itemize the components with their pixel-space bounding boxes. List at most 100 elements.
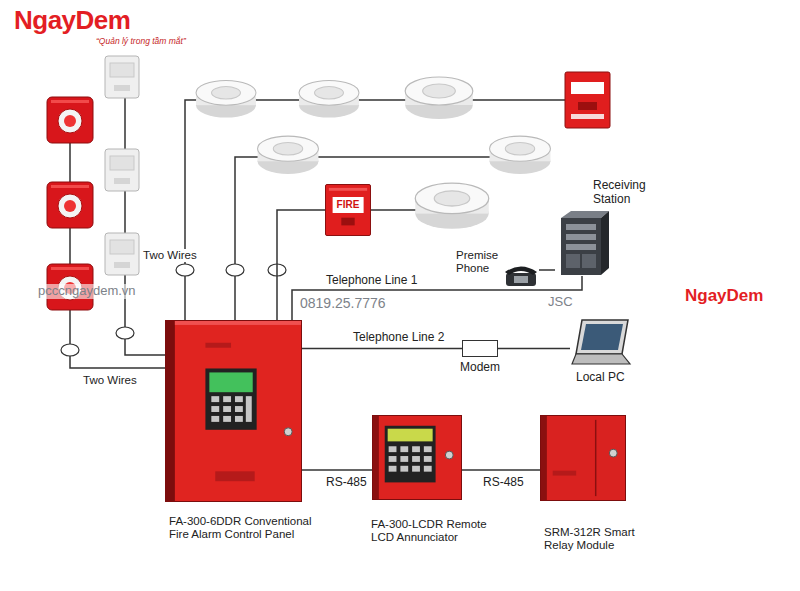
device-caption: FA-300-LCDR Remote LCD Annunciator <box>371 518 511 544</box>
illustration-part <box>415 183 488 229</box>
illustration-part <box>235 396 243 402</box>
illustration-part <box>571 114 604 119</box>
illustration-part <box>561 211 609 218</box>
lcd-annunciator: FA-300-LCDR Remote LCD Annunciator <box>372 415 462 500</box>
watermark: 0819.25.7776 <box>300 295 386 311</box>
brand-logo: NgayDem <box>14 6 130 36</box>
illustration-part <box>166 321 175 501</box>
illustration-part <box>258 136 319 174</box>
illustration-part <box>566 224 596 230</box>
modem-box: Modem <box>462 340 498 357</box>
receiving-station-drawing <box>555 210 611 276</box>
illustration-part <box>370 209 416 211</box>
illustration-part <box>116 327 134 339</box>
illustration-part <box>385 426 436 483</box>
local-pc-drawing <box>570 318 632 368</box>
illustration-part <box>105 233 139 275</box>
illustration-part <box>424 446 432 452</box>
illustration-part <box>582 254 596 268</box>
illustration-part <box>47 97 93 143</box>
illustration-part <box>389 446 432 471</box>
wire-label: Two Wires <box>142 249 198 262</box>
illustration-part <box>566 244 596 250</box>
device-caption: Local PC <box>576 371 646 385</box>
illustration-part <box>105 56 139 98</box>
illustration-part <box>47 182 93 228</box>
watermark: pcccngaydem.vn <box>38 284 136 299</box>
wire-label: Two Wires <box>82 374 138 387</box>
wire-connector <box>302 348 462 350</box>
illustration-part <box>211 396 251 422</box>
illustration-part <box>223 396 231 402</box>
illustration-part <box>445 451 453 459</box>
illustration-part <box>205 368 256 429</box>
illustration-part <box>389 466 397 472</box>
wire-connector <box>539 269 555 271</box>
relay-module-drawing <box>541 416 625 500</box>
illustration-part <box>505 267 537 276</box>
illustration-part <box>373 416 379 499</box>
illustration-part <box>412 446 420 452</box>
illustration-part <box>506 273 536 286</box>
wiring <box>70 60 565 368</box>
illustration-part <box>595 420 596 496</box>
illustration-part <box>175 321 301 325</box>
illustration-part <box>284 428 292 436</box>
illustration-part <box>329 188 367 191</box>
device-caption: FA-300-6DDR Conventional Fire Alarm Cont… <box>169 515 321 541</box>
illustration-part <box>389 456 397 462</box>
connection-label: RS-485 <box>482 476 525 490</box>
illustration-part <box>566 234 596 240</box>
illustration-part <box>553 471 576 476</box>
control-panel-drawing <box>166 321 301 501</box>
device-caption: SRM-312R Smart Relay Module <box>544 526 666 552</box>
illustration-part <box>514 276 528 283</box>
watermark: JSC <box>548 295 573 310</box>
premise-phone-drawing <box>503 263 539 287</box>
connection-label: RS-485 <box>325 476 368 490</box>
relay-module: SRM-312R Smart Relay Module <box>540 415 626 501</box>
illustration-part <box>235 416 243 422</box>
illustration-part <box>412 456 420 462</box>
illustration-part <box>196 80 256 117</box>
illustration-part <box>565 72 610 128</box>
illustration-part <box>400 456 408 462</box>
lcd-annunciator-drawing <box>373 416 461 499</box>
illustration-part <box>176 264 194 276</box>
illustration-part <box>211 416 219 422</box>
illustration-part <box>215 471 254 481</box>
premise-phone: Premise Phone <box>503 263 539 287</box>
illustration-part <box>299 80 359 117</box>
illustration-part <box>389 446 397 452</box>
illustration-part <box>424 466 432 472</box>
illustration-part <box>226 264 244 276</box>
illustration-part <box>235 157 490 320</box>
illustration-part <box>566 254 580 268</box>
illustration-part <box>211 396 219 402</box>
wire-connector <box>462 469 540 471</box>
illustration-part <box>211 406 219 412</box>
illustration-part <box>205 343 231 348</box>
illustration-part <box>601 211 609 275</box>
horns <box>105 56 139 275</box>
local-pc: Local PC <box>570 318 632 368</box>
pull-station: FIRE <box>325 184 371 236</box>
illustration-part <box>185 100 565 320</box>
brand-tagline: “Quản lý trong tầm mắt” <box>96 37 186 47</box>
connection-label: Telephone Line 1 <box>325 274 418 288</box>
illustration-part <box>609 449 617 457</box>
pull-station-label: FIRE <box>333 197 364 213</box>
pull-station-top <box>565 72 610 128</box>
wire-connector <box>302 469 372 471</box>
illustration-part <box>541 416 547 500</box>
illustration-part <box>571 82 604 94</box>
illustration-part <box>578 102 597 110</box>
illustration-part <box>61 344 79 356</box>
device-caption: Premise Phone <box>456 249 501 275</box>
illustration-part <box>246 396 252 422</box>
connection-label: Telephone Line 2 <box>352 331 445 345</box>
illustration-part <box>388 429 433 442</box>
wire-connector <box>498 348 570 350</box>
illustration-part <box>424 456 432 462</box>
illustration-part <box>412 466 420 472</box>
